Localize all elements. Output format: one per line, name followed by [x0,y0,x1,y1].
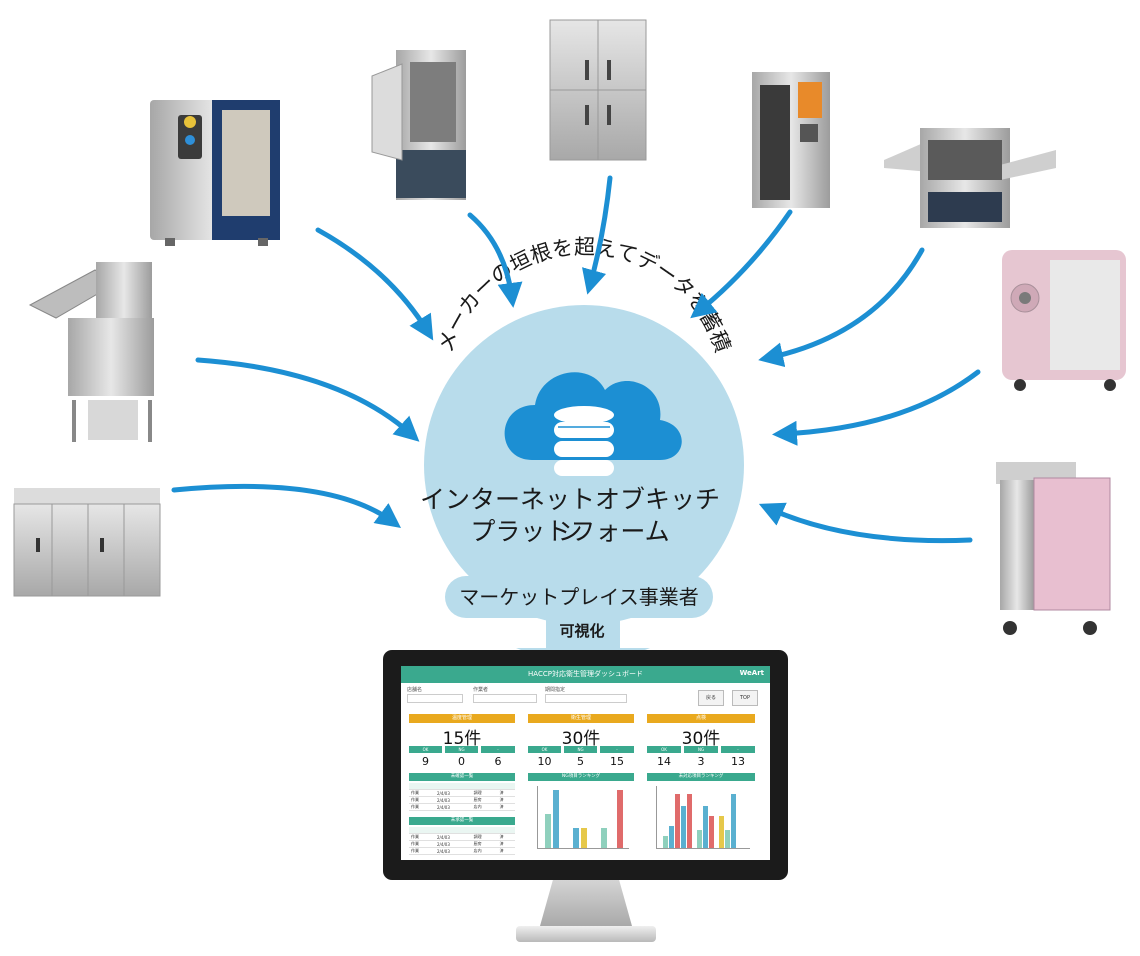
arrow-food-cart [772,369,981,446]
pending-chart-bar [697,830,702,848]
pending-chart-bar [719,816,724,848]
ng-chart-bar [617,790,623,848]
pending-chart-bar [663,836,668,848]
visualize-label: 可視化 [559,622,605,640]
arrow-fryer [195,357,420,442]
pending-chart-x-axis [656,848,750,849]
monitor-stand-base [516,926,656,942]
pending-chart-bar [681,806,686,848]
card-hygiene-label-none: - [600,746,634,753]
card-inspection-value-none: 13 [731,755,745,768]
arrow-steam-oven [690,209,793,319]
card-temperature-value-ok: 9 [422,755,429,768]
card-hygiene-header: 衛生管理 [528,714,634,723]
data-flow-arrows [171,175,981,544]
card-temperature-label-none: - [481,746,515,753]
card-inspection-label-ok: OK [647,746,681,753]
card-hygiene-total: 30件 [561,729,601,749]
fryer-image [28,262,154,442]
card-inspection-total: 30件 [681,729,721,749]
filter-worker-label: 作業者 [473,687,489,693]
card-hygiene-value-ok: 10 [537,755,552,768]
pending-chart-y-axis [656,786,657,848]
filter-worker-select[interactable] [473,694,537,703]
ng-chart-bar [573,828,579,848]
ng-ranking-header: NG項目ランキング [528,773,634,781]
storage-cabinet-image [13,488,161,597]
monitor: HACCP対応衛生管理ダッシュボード WeArt 店舗名 作業者 期間指定 戻る… [383,650,788,880]
food-cart-image [1002,250,1126,391]
card-inspection-label-none: - [721,746,755,753]
arrow-heat-cart [758,502,973,544]
dashboard-logo: WeArt [739,669,764,677]
table-header-row [409,827,515,834]
card-temperature-total: 15件 [442,729,482,749]
combi-oven-image [150,100,280,246]
pending-chart-bar [703,806,708,848]
dashboard-screen: HACCP対応衛生管理ダッシュボード WeArt 店舗名 作業者 期間指定 戻る… [401,666,770,860]
heat-cart-image [996,462,1111,635]
card-inspection-label-ng: NG [684,746,718,753]
card-inspection-header: 点検 [647,714,755,723]
pending-chart-bar [709,816,714,848]
marketplace-pill: マーケットプレイス事業者 [445,576,713,618]
pending-chart-bar [675,794,680,848]
card-hygiene-value-ng: 5 [577,755,584,768]
card-inspection-value-ng: 3 [697,755,705,768]
card-temperature-header: 温度管理 [409,714,515,723]
steam-oven-image [752,72,830,208]
card-temperature-value-none: 6 [494,755,502,768]
card-hygiene-value-none: 15 [610,755,624,768]
back-button[interactable]: 戻る [698,690,724,706]
filter-store-label: 店舗名 [407,687,423,693]
blast-chiller-image [371,50,466,200]
pending-chart-bar [731,794,736,848]
pending-chart-bar [725,830,730,848]
card-hygiene-label-ok: OK [528,746,561,753]
card-inspection-value-ok: 14 [657,755,671,768]
database-icon [554,406,614,476]
hub-label-line2: プラットフォーム [470,517,670,546]
top-button[interactable]: TOP [732,690,758,706]
pending-ranking-header: 未対応項目ランキング [647,773,755,781]
ng-chart-x-axis [537,848,629,849]
filter-period-label: 期間指定 [545,687,566,693]
card-hygiene-label-ng: NG [564,746,597,753]
arrow-combi-oven [315,227,434,341]
ng-chart-bar [545,814,551,848]
ng-chart-bar [553,790,559,848]
card-temperature-label-ng: NG [445,746,478,753]
card-temperature-label-ok: OK [409,746,442,753]
arrow-conveyor-oven [758,247,925,368]
monitor-stand-neck [540,880,632,926]
ng-chart-bar [581,828,587,848]
arrow-blast-chiller [467,212,523,308]
pending-chart-bar [687,794,692,848]
dashboard-title: HACCP対応衛生管理ダッシュボード [401,666,770,683]
ng-chart-y-axis [537,786,538,848]
refrigerator-image [549,19,647,161]
card-temperature-value-ng: 0 [458,755,465,768]
table-header-row [409,783,515,790]
arrow-refrigerator [582,175,613,295]
filter-store-select[interactable] [407,694,463,703]
unapproved-list-header: 未承認一覧 [409,817,515,825]
conveyor-oven-image [884,128,1056,228]
ng-chart-bar [601,828,607,848]
hub-label-line1: インターネットオブキッチン [420,485,721,546]
arrow-storage-cabinet [171,483,402,528]
filter-period-select[interactable] [545,694,627,703]
unconfirmed-list-header: 未確認一覧 [409,773,515,781]
pending-chart-bar [669,826,674,848]
